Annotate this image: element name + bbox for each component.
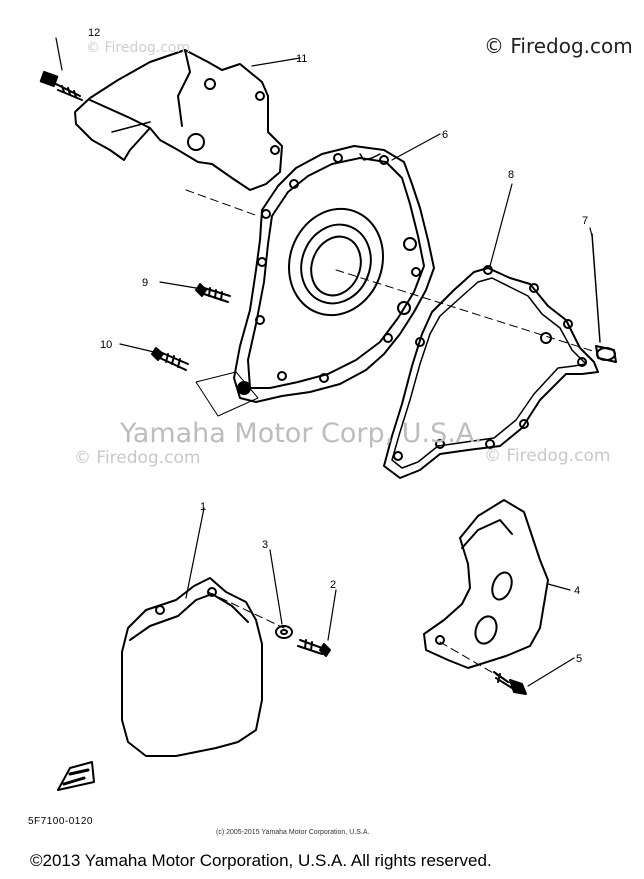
callout-2: 2 bbox=[330, 579, 336, 591]
watermark-top-right: © Firedog.com bbox=[484, 34, 633, 58]
leader-lines bbox=[55, 37, 593, 687]
part-4-cover bbox=[423, 499, 549, 669]
watermark-top-left: © Firedog.com bbox=[86, 40, 191, 56]
small-copyright: (c) 2005-2015 Yamaha Motor Corporation, … bbox=[216, 829, 370, 836]
part-12-bolt bbox=[39, 70, 83, 101]
callout-12: 12 bbox=[88, 27, 100, 39]
callout-4: 4 bbox=[574, 585, 580, 597]
part-8-gasket bbox=[383, 265, 599, 479]
watermark-center: Yamaha Motor Corp, U.S.A. bbox=[120, 418, 483, 449]
part-11-cover-plate bbox=[74, 49, 283, 191]
part-5-bolt bbox=[493, 671, 527, 695]
part-code: 5F7100-0120 bbox=[28, 816, 93, 827]
callout-9: 9 bbox=[142, 277, 148, 289]
callout-3: 3 bbox=[262, 539, 268, 551]
orientation-arrow-icon bbox=[57, 761, 95, 791]
callout-11: 11 bbox=[296, 53, 307, 65]
callout-7: 7 bbox=[582, 215, 588, 227]
part-9-bolt bbox=[195, 283, 231, 303]
callouts: 12 11 6 8 7 9 10 1 3 2 4 5 bbox=[88, 27, 588, 665]
callout-1: 1 bbox=[200, 501, 206, 513]
part-7-dowel-pin bbox=[591, 233, 617, 363]
callout-5: 5 bbox=[576, 653, 582, 665]
alignment-lines bbox=[185, 189, 597, 685]
part-1-side-cover bbox=[121, 577, 263, 757]
part-6-crankcase-cover bbox=[233, 145, 435, 403]
bottom-copyright: ©2013 Yamaha Motor Corporation, U.S.A. A… bbox=[30, 851, 492, 870]
part-3-washer bbox=[275, 625, 293, 639]
callout-8: 8 bbox=[508, 169, 514, 181]
watermark-mid-left: © Firedog.com bbox=[74, 448, 201, 468]
watermark-mid-right: © Firedog.com bbox=[484, 446, 611, 466]
callout-10: 10 bbox=[100, 339, 112, 351]
callout-6: 6 bbox=[442, 129, 448, 141]
part-2-bolt bbox=[297, 639, 331, 657]
part-10-bolt bbox=[151, 347, 189, 371]
